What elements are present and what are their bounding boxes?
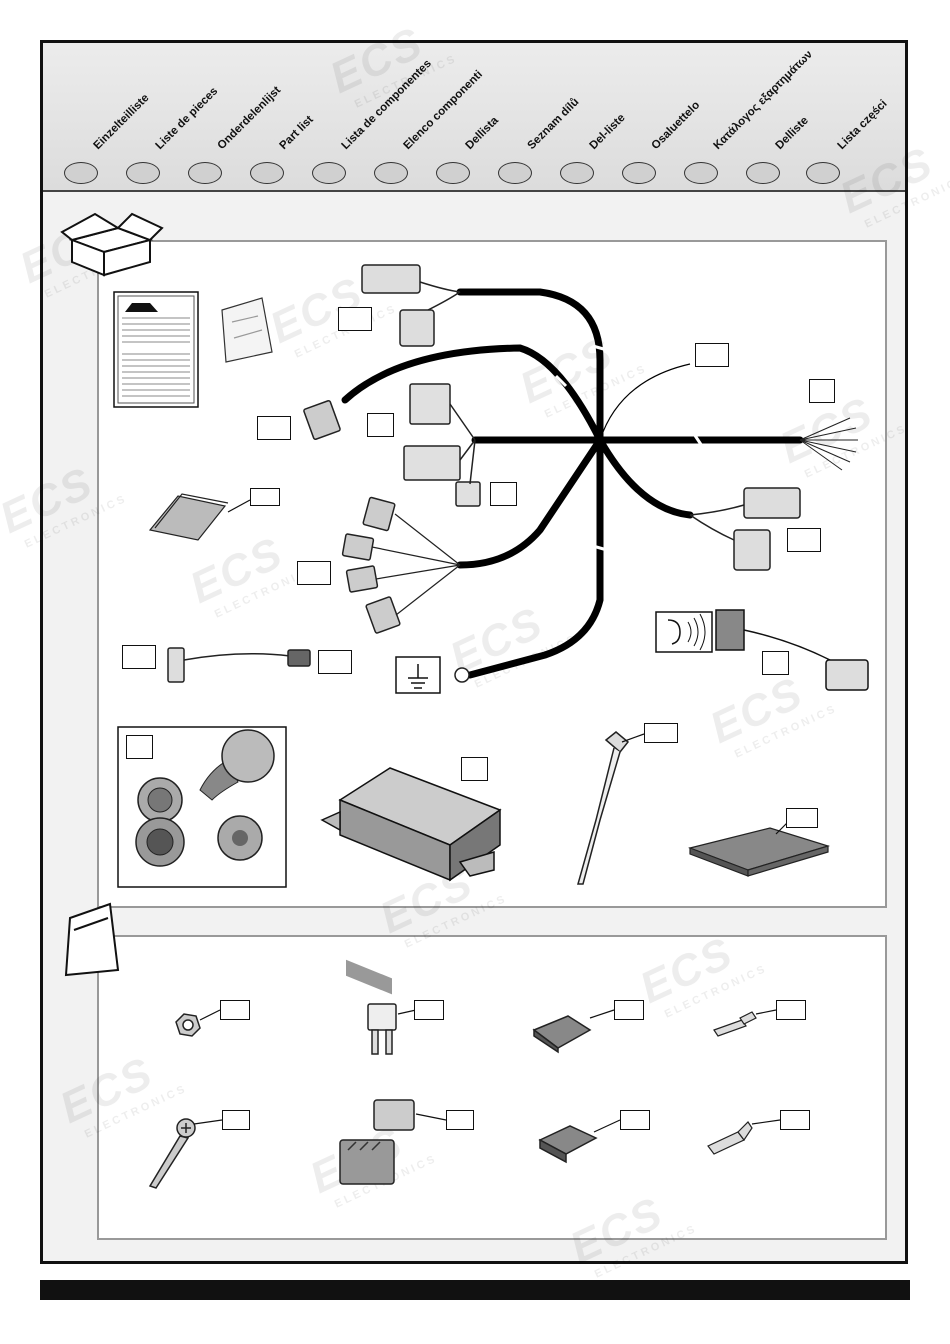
lang-checkbox-7[interactable] [498, 162, 532, 184]
cable-tie [577, 731, 630, 885]
part-number-box-4 [257, 416, 291, 440]
nut-icon [175, 1013, 201, 1037]
lang-checkbox-9[interactable] [622, 162, 656, 184]
single-connector-left [303, 399, 341, 441]
part-number-box-19 [614, 1000, 644, 1020]
part-number-box-1 [338, 307, 372, 331]
blade-fuse-icon [367, 1003, 397, 1055]
part-number-box-10 [122, 645, 156, 669]
lang-checkbox-5[interactable] [374, 162, 408, 184]
lang-checkbox-10[interactable] [684, 162, 718, 184]
part-number-box-18 [414, 1000, 444, 1020]
lang-checkbox-0[interactable] [64, 162, 98, 184]
buzzer-icon [655, 609, 869, 691]
box-icon [60, 212, 164, 277]
part-number-box-8 [787, 528, 821, 552]
lang-checkbox-1[interactable] [126, 162, 160, 184]
right-connector-pair [689, 487, 801, 571]
part-number-box-23 [620, 1110, 650, 1130]
foam-pad [687, 827, 831, 877]
connector-housing-icon [532, 1015, 592, 1054]
wire-splice-connector-icon [339, 1099, 415, 1185]
instruction-sheet-icon [113, 291, 199, 408]
part-number-box-7 [490, 482, 517, 506]
part-number-box-14 [126, 735, 153, 759]
ring-terminal [454, 667, 470, 683]
lang-checkbox-6[interactable] [436, 162, 470, 184]
small-parts-panel [97, 935, 887, 1240]
booklet-icon [148, 493, 229, 541]
part-number-box-22 [446, 1110, 474, 1130]
part-number-box-2 [695, 343, 729, 367]
part-number-box-12 [762, 651, 789, 675]
part-number-box-3 [809, 379, 835, 403]
wire-fan-ends [799, 417, 858, 471]
footer-bar [40, 1280, 910, 1300]
lang-checkbox-3[interactable] [250, 162, 284, 184]
thin-wire [599, 363, 691, 441]
lang-checkbox-11[interactable] [746, 162, 780, 184]
part-number-box-16 [786, 808, 818, 828]
connector-plug-icon [538, 1125, 598, 1164]
female-terminal-icon [707, 1121, 753, 1155]
part-number-box-5 [367, 413, 394, 437]
wiring-harness [341, 288, 804, 679]
part-number-box-9 [297, 561, 331, 585]
part-number-box-6 [250, 488, 280, 506]
bag-icon [64, 902, 120, 977]
part-number-box-21 [222, 1110, 250, 1130]
terminal-pin-icon [713, 1011, 757, 1037]
lang-checkbox-4[interactable] [312, 162, 346, 184]
lang-checkbox-12[interactable] [806, 162, 840, 184]
part-number-box-13 [644, 723, 678, 743]
lang-checkbox-8[interactable] [560, 162, 594, 184]
ground-symbol [395, 656, 441, 694]
screw-icon [148, 1118, 196, 1189]
part-number-box-20 [776, 1000, 806, 1020]
top-connector-pair [361, 264, 461, 347]
wire-break-marks [554, 344, 704, 552]
part-number-box-15 [461, 757, 488, 781]
multi-connector-block [403, 383, 481, 507]
fuse-holder-cable [167, 647, 311, 683]
control-module [320, 767, 502, 995]
small-connectors-fan [341, 496, 461, 634]
plastic-bag-icon [221, 297, 273, 363]
part-number-box-11 [318, 650, 352, 674]
lang-checkbox-2[interactable] [188, 162, 222, 184]
part-number-box-24 [780, 1110, 810, 1130]
part-number-box-17 [220, 1000, 250, 1020]
